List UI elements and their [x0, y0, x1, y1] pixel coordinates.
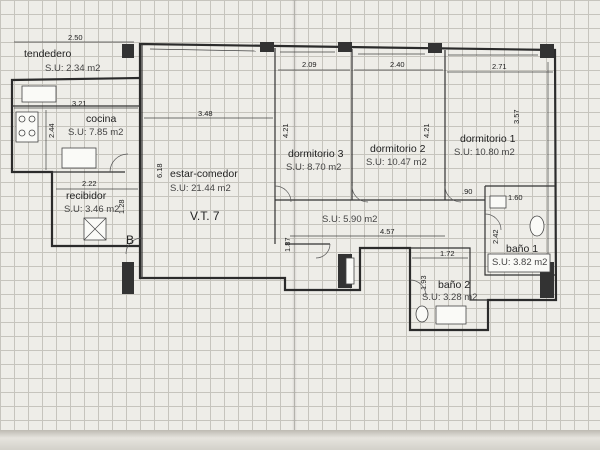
dim-label: 2.71 [492, 62, 507, 71]
pasillo-area: S.U: 5.90 m2 [322, 214, 377, 225]
dim-label: 6.18 [155, 163, 164, 178]
dim-label: 2.22 [82, 179, 97, 188]
door-swing [484, 213, 502, 231]
bano-2-area: S.U: 3.28 m2 [422, 292, 477, 303]
sink-icon [61, 147, 97, 169]
pillars [122, 42, 554, 298]
estar-area: S.U: 21.44 m2 [170, 183, 231, 194]
dim-label: .90 [462, 187, 472, 196]
fixtures [15, 85, 551, 325]
dim-label: 3.57 [512, 109, 521, 124]
doors [109, 153, 502, 297]
unit-label: V.T. 7 [190, 209, 220, 223]
burner-icon [28, 115, 36, 123]
pillar [338, 42, 352, 52]
window [149, 48, 257, 52]
dim-label: 1.60 [508, 193, 523, 202]
burner-icon [18, 129, 26, 137]
bano-1-name: baño 1 [506, 243, 538, 255]
kitchen-wall [10, 76, 141, 248]
door-swing [444, 185, 462, 203]
cocina-area: S.U: 7.85 m2 [68, 127, 123, 138]
dim-label: 2.50 [68, 33, 83, 42]
burner-icon [28, 129, 36, 137]
dormitorio-3-area: S.U: 8.70 m2 [286, 162, 341, 173]
dimension-lines [14, 41, 553, 259]
dim-label: 1.72 [440, 249, 455, 258]
dim-label: 1.87 [283, 237, 292, 252]
notebook-spine [292, 0, 297, 450]
toilet-icon [529, 215, 545, 237]
pillar [428, 43, 442, 53]
tendedero-area: S.U: 2.34 m2 [45, 63, 100, 74]
door-swing [109, 153, 129, 173]
dim-label: 3.21 [72, 99, 87, 108]
pillar [540, 44, 554, 58]
dim-label: 1.93 [419, 275, 428, 290]
dim-label: 4.57 [380, 227, 395, 236]
dim-label: 2.09 [302, 60, 317, 69]
pillar [260, 42, 274, 52]
windows [149, 48, 549, 255]
dormitorio-1-name: dormitorio 1 [460, 133, 516, 145]
door-swing [315, 243, 331, 259]
cooktop-icon [15, 111, 39, 143]
dim-label: 2.42 [491, 229, 500, 244]
recibidor-name: recibidor [66, 190, 107, 202]
door-swing [274, 185, 292, 203]
burner-icon [18, 115, 26, 123]
dim-label: 2.44 [47, 123, 56, 138]
recibidor-area: S.U: 3.46 m2 [64, 204, 119, 215]
bath2-wall [410, 247, 488, 301]
dim-label: 4.21 [422, 123, 431, 138]
door-swing [125, 237, 143, 255]
cocina-name: cocina [86, 113, 117, 125]
bath1-wall [484, 186, 555, 276]
dim-label: 4.21 [281, 123, 290, 138]
section-marker: B [126, 233, 134, 247]
estar-name: estar-comedor [170, 168, 238, 180]
pillar [122, 44, 134, 58]
bano-2-name: baño 2 [438, 279, 470, 291]
walls [10, 42, 558, 332]
shower-icon [435, 305, 467, 325]
paper-bottom-edge [0, 430, 600, 450]
dormitorio-3-name: dormitorio 3 [288, 148, 344, 160]
dim-label: 1.28 [117, 199, 126, 214]
dormitorio-1-area: S.U: 10.80 m2 [454, 147, 515, 158]
washbasin-icon [489, 195, 507, 209]
pillar [122, 262, 134, 294]
duct-icon [345, 257, 355, 285]
dim-label: 3.48 [198, 109, 213, 118]
dimension-labels: 2.50 3.21 2.44 2.22 1.28 3.48 6.18 4.21 … [47, 33, 523, 290]
dormitorio-2-area: S.U: 10.47 m2 [366, 157, 427, 168]
tendedero-name: tendedero [24, 48, 71, 60]
washer-icon [21, 85, 57, 103]
door-swing [409, 279, 427, 297]
bano-1-area: S.U: 3.82 m2 [492, 257, 547, 268]
room-labels: tendedero S.U: 2.34 m2 cocina S.U: 7.85 … [24, 48, 547, 303]
dim-label: 2.40 [390, 60, 405, 69]
bathtub-icon [487, 253, 551, 273]
dormitorio-2-name: dormitorio 2 [370, 143, 426, 155]
shaft-cross-icon [83, 217, 107, 241]
toilet-icon [415, 305, 429, 323]
door-swing [351, 185, 369, 203]
